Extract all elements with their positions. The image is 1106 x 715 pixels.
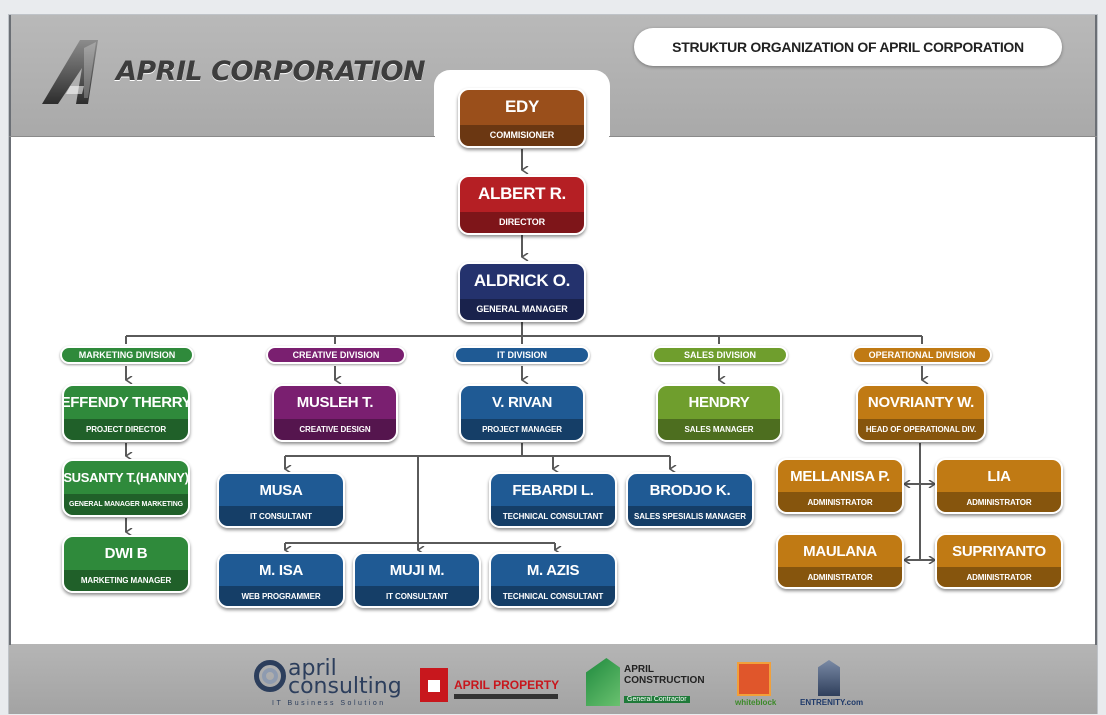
node-azis: M. AZIS TECHNICAL CONSULTANT	[489, 552, 617, 608]
node-susanty: SUSANTY T.(HANNY) GENERAL MANAGER MARKET…	[62, 459, 190, 517]
node-role: IT CONSULTANT	[219, 506, 343, 526]
left-border	[9, 15, 11, 645]
node-role: ADMINISTRATOR	[937, 567, 1061, 587]
division-sales: SALES DIVISION	[652, 346, 788, 364]
node-muji: MUJI M. IT CONSULTANT	[353, 552, 481, 608]
node-name: MAULANA	[803, 542, 877, 560]
node-effendy: EFFENDY THERRY PROJECT DIRECTOR	[62, 384, 190, 442]
division-marketing: MARKETING DIVISION	[60, 346, 194, 364]
node-role: HEAD OF OPERATIONAL DIV.	[858, 419, 984, 440]
whiteblock-block-icon	[737, 662, 771, 696]
footer-band	[9, 644, 1097, 714]
node-name: SUPRIYANTO	[952, 542, 1046, 560]
node-name: EDY	[504, 97, 540, 117]
property-underline	[454, 694, 558, 699]
node-brodjo: BRODJO K. SALES SPESIALIS MANAGER	[626, 472, 754, 528]
division-operational: OPERATIONAL DIVISION	[852, 346, 992, 364]
node-name: HENDRY	[688, 394, 750, 412]
brand-april-consulting: april consulting IT Business Solution	[252, 656, 402, 712]
node-role: ADMINISTRATOR	[778, 492, 902, 512]
node-name: EFFENDY THERRY	[62, 394, 190, 412]
node-edy: EDY COMMISIONER	[458, 88, 586, 148]
node-mellanisa: MELLANISA P. ADMINISTRATOR	[776, 458, 904, 514]
header-divider-right	[609, 136, 1097, 137]
node-role: WEB PROGRAMMER	[219, 586, 343, 606]
node-role: TECHNICAL CONSULTANT	[491, 506, 615, 526]
node-rivan: V. RIVAN PROJECT MANAGER	[459, 384, 585, 442]
entrenity-name: ENTRENITY.com	[800, 698, 864, 707]
node-name: ALBERT R.	[478, 184, 566, 204]
node-name: LIA	[987, 467, 1011, 485]
company-logo-text: APRIL CORPORATION	[116, 56, 426, 87]
node-name: M. ISA	[258, 561, 304, 579]
node-name: MUJI M.	[389, 561, 445, 579]
property-door-icon	[428, 680, 440, 692]
node-name: MUSA	[259, 481, 303, 499]
node-role: SALES MANAGER	[658, 419, 780, 440]
node-name: SUSANTY T.(HANNY)	[63, 470, 189, 486]
node-musa: MUSA IT CONSULTANT	[217, 472, 345, 528]
node-dwi: DWI B MARKETING MANAGER	[62, 535, 190, 593]
chart-title: STRUKTUR ORGANIZATION OF APRIL CORPORATI…	[634, 28, 1062, 66]
node-role: ADMINISTRATOR	[778, 567, 902, 587]
construction-name-line1: APRIL	[624, 664, 654, 675]
node-role: MARKETING MANAGER	[64, 570, 188, 591]
node-name: FEBARDI L.	[512, 481, 594, 499]
node-name: NOVRIANTY W.	[867, 394, 975, 412]
whiteblock-name: whiteblock	[735, 698, 777, 707]
consulting-name-line2: consulting	[288, 674, 402, 699]
node-role: CREATIVE DESIGN	[274, 419, 396, 440]
node-name: MELLANISA P.	[790, 467, 890, 485]
node-role: COMMISIONER	[460, 124, 584, 146]
node-novrianty: NOVRIANTY W. HEAD OF OPERATIONAL DIV.	[856, 384, 986, 442]
chart-title-text: STRUKTUR ORGANIZATION OF APRIL CORPORATI…	[672, 39, 1024, 55]
node-febardi: FEBARDI L. TECHNICAL CONSULTANT	[489, 472, 617, 528]
node-role: GENERAL MANAGER MARKETING	[64, 494, 188, 515]
consulting-ring-icon	[254, 660, 286, 692]
consulting-name-line1: april	[288, 656, 337, 681]
node-aldrick: ALDRICK O. GENERAL MANAGER	[458, 262, 586, 322]
node-role: ADMINISTRATOR	[937, 492, 1061, 512]
node-hendry: HENDRY SALES MANAGER	[656, 384, 782, 442]
brand-april-property: APRIL PROPERTY	[420, 668, 562, 708]
construction-building-icon	[586, 658, 620, 706]
node-name: DWI B	[104, 545, 148, 563]
node-role: GENERAL MANAGER	[460, 298, 584, 320]
construction-name-line2: CONSTRUCTION	[624, 675, 705, 686]
node-maulana: MAULANA ADMINISTRATOR	[776, 533, 904, 589]
node-name: MUSLEH T.	[296, 394, 374, 412]
entrenity-tower-icon	[818, 660, 840, 696]
consulting-tagline: IT Business Solution	[272, 700, 386, 707]
node-isa: M. ISA WEB PROGRAMMER	[217, 552, 345, 608]
consulting-inner-ring-icon	[262, 668, 278, 684]
division-creative: CREATIVE DIVISION	[266, 346, 406, 364]
company-logo: APRIL CORPORATION	[40, 38, 426, 108]
node-lia: LIA ADMINISTRATOR	[935, 458, 1063, 514]
construction-tagline: General Contractor	[624, 696, 690, 703]
header-divider-left	[9, 136, 435, 137]
node-role: IT CONSULTANT	[355, 586, 479, 606]
right-border	[1095, 15, 1097, 645]
property-name: APRIL PROPERTY	[454, 678, 560, 692]
april-a-logo-icon	[42, 40, 98, 104]
node-musleh: MUSLEH T. CREATIVE DESIGN	[272, 384, 398, 442]
node-role: TECHNICAL CONSULTANT	[491, 586, 615, 606]
brand-entrenity: ENTRENITY.com	[800, 660, 870, 708]
node-role: PROJECT DIRECTOR	[64, 419, 188, 440]
node-name: ALDRICK O.	[473, 271, 571, 291]
node-name: BRODJO K.	[649, 481, 731, 499]
node-role: PROJECT MANAGER	[461, 419, 583, 440]
division-it: IT DIVISION	[454, 346, 590, 364]
node-albert: ALBERT R. DIRECTOR	[458, 175, 586, 235]
node-name: M. AZIS	[526, 561, 580, 579]
node-supriyanto: SUPRIYANTO ADMINISTRATOR	[935, 533, 1063, 589]
brand-whiteblock: whiteblock	[735, 662, 777, 708]
node-role: SALES SPESIALIS MANAGER	[628, 506, 752, 526]
node-name: V. RIVAN	[491, 394, 553, 412]
node-role: DIRECTOR	[460, 211, 584, 233]
